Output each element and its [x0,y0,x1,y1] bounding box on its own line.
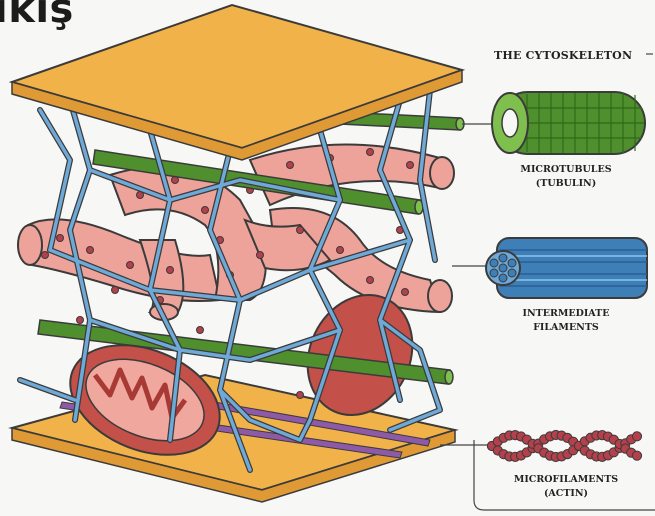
intermediate-label-line1: INTERMEDIATE [523,308,610,319]
microtubules-label-line2: (TUBULIN) [536,178,596,189]
actin-bead [632,432,641,441]
microtubules-label: MICROTUBULES (TUBULIN) [520,164,611,189]
intermediate-filaments-label: INTERMEDIATE FILAMENTS [523,308,610,333]
microfilaments-label-line1: MICROFILAMENTS [514,474,618,485]
actin-bead [632,451,641,460]
microfilaments-label-line2: (ACTIN) [544,488,588,499]
microtubule-icon [492,92,645,154]
microfilament-icon [487,430,641,461]
intermediate-label-line2: FILAMENTS [533,322,599,333]
microtubules-label-line1: MICROTUBULES [520,164,611,175]
microfilaments-label: MICROFILAMENTS (ACTIN) [514,474,618,499]
intermediate-filament-icon [486,238,647,298]
